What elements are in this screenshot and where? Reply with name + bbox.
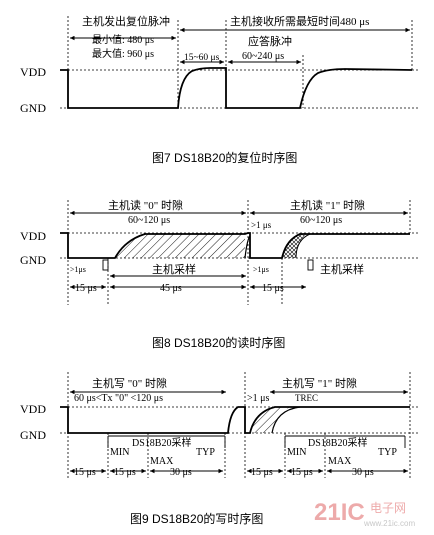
fig8-read1-time: 60~120 μs	[300, 215, 342, 226]
fig8-gt1-right-bottom: >1μs	[253, 265, 269, 274]
fig8-t15-left: 15 μs	[75, 283, 97, 294]
fig9-t30-b: 30 μs	[352, 467, 374, 478]
fig9-write1-hatch	[250, 407, 290, 433]
fig7-presence-time: 60~240 μs	[242, 51, 284, 62]
fig9-t15-d: 15 μs	[291, 467, 313, 478]
fig8-read1-hatch	[282, 234, 306, 258]
fig9-typ-left: TYP	[196, 447, 215, 458]
fig8-caption: 图8 DS18B20的读时序图	[152, 335, 285, 350]
fig7-wait-label: 15~60 μs	[184, 53, 220, 63]
fig9-gnd-label: GND	[20, 428, 46, 442]
fig7-vdd-label: VDD	[20, 65, 46, 79]
watermark-brand: 21IC	[314, 499, 365, 526]
fig8-sample-right: 主机采样	[320, 262, 364, 276]
fig9-waveform	[60, 406, 410, 434]
fig9-max-right: MAX	[328, 456, 352, 467]
fig7-presence-label: 应答脉冲	[248, 34, 292, 48]
fig8-t45: 45 μs	[160, 283, 182, 294]
fig8-read1-label: 主机读 "1" 时隙	[290, 198, 365, 212]
fig9-write1-label: 主机写 "1" 时隙	[282, 376, 357, 390]
fig8-gnd-label: GND	[20, 253, 46, 267]
fig9-min-right: MIN	[287, 447, 306, 458]
fig7-reset-pulse-label: 主机发出复位脉冲	[82, 14, 170, 28]
fig9-sample-right: DS18B20采样	[308, 436, 367, 449]
fig9-trec: TREC	[295, 393, 318, 403]
fig9-sample-left: DS18B20采样	[132, 436, 191, 449]
fig9-t15-c: 15 μs	[251, 467, 273, 478]
fig8-read0-label: 主机读 "0" 时隙	[108, 198, 183, 212]
fig7-receive-min: 主机接收所需最短时间480 μs	[230, 14, 369, 28]
watermark-text: 电子网	[370, 501, 406, 515]
fig9-vdd-label: VDD	[20, 402, 46, 416]
fig8-waveform	[60, 232, 410, 259]
fig7-reset-max: 最大值: 960 μs	[92, 47, 154, 60]
fig8-read0-hatch	[115, 234, 245, 258]
fig7-gnd-label: GND	[20, 101, 46, 115]
fig9-max-left: MAX	[150, 456, 174, 467]
watermark-url: www.21ic.com	[363, 519, 415, 528]
fig9-t30-a: 30 μs	[170, 467, 192, 478]
fig7-caption: 图7 DS18B20的复位时序图	[152, 150, 297, 165]
figure-8-read: VDD GND 主机读 "0" 时隙 60~120 μs 主机读 "1" 时隙 …	[20, 198, 420, 350]
figure-9-write: VDD GND 主机写 "0" 时隙 60 μs<Tx "0" <120 μs …	[20, 372, 420, 526]
fig9-gt1: >1 μs	[247, 393, 270, 404]
fig9-min-left: MIN	[110, 447, 129, 458]
fig8-read0-time: 60~120 μs	[128, 215, 170, 226]
fig7-reset-min: 最小值: 480 μs	[92, 33, 154, 46]
fig9-write0-label: 主机写 "0" 时隙	[92, 376, 167, 390]
fig8-sample-left: 主机采样	[152, 262, 196, 276]
fig8-t15-right: 15 μs	[262, 283, 284, 294]
watermark: 21IC 电子网 www.21ic.com	[314, 499, 415, 528]
fig8-gt1-left: >1μs	[70, 265, 86, 274]
fig8-gt1-right-top: >1 μs	[251, 220, 272, 230]
fig9-t15-a: 15 μs	[74, 467, 96, 478]
fig9-write0-time: 60 μs<Tx "0" <120 μs	[74, 393, 163, 404]
fig9-caption: 图9 DS18B20的写时序图	[130, 511, 263, 526]
fig8-vdd-label: VDD	[20, 229, 46, 243]
fig7-waveform	[60, 67, 413, 109]
fig9-t15-b: 15 μs	[114, 467, 136, 478]
fig9-typ-right: TYP	[378, 447, 397, 458]
figure-7-reset: VDD GND 主机发出复位脉冲 最小值: 480 μs 最大值: 960 μs…	[20, 14, 420, 165]
